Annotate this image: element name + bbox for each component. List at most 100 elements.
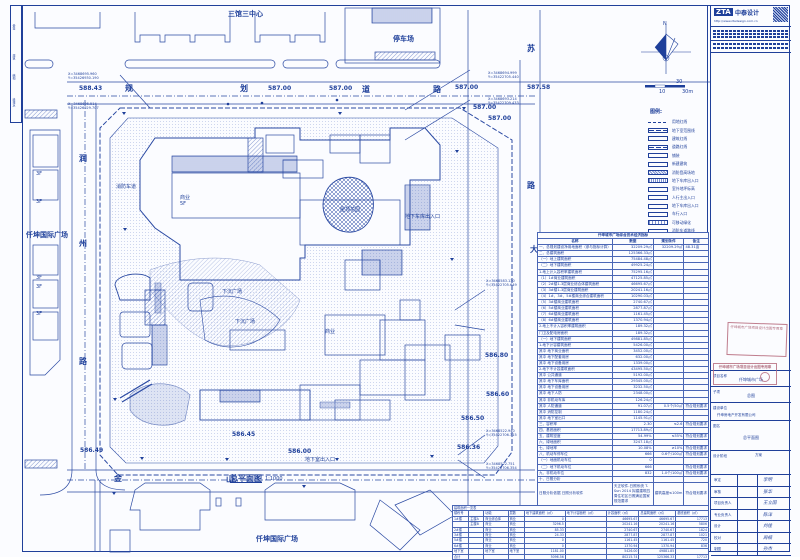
table-cell: 6#楼: [451, 542, 470, 550]
elevation-label: 586.36: [457, 444, 481, 451]
table-cell: 5#楼: [451, 537, 470, 544]
legend-swatch-icon: [648, 211, 668, 217]
signature-name: 李明: [763, 478, 772, 483]
legend-item: 铺装: [648, 152, 706, 160]
drawing-scale: 1:1000: [265, 476, 283, 482]
table-cell: 3#楼: [451, 531, 470, 539]
project-label: 项目名称: [713, 374, 727, 378]
elevation-label: 587.58: [527, 84, 551, 91]
legend-label: 车行入口: [672, 211, 688, 217]
elevation-label: 587.00: [455, 84, 479, 91]
legend-swatch-icon: [648, 195, 668, 201]
stage-row: 设计阶段 方案: [711, 451, 791, 475]
table-cell: 2740.67㎡: [611, 299, 654, 307]
west-plaza-label: 仟坤国际广场: [26, 231, 68, 239]
road-median: [124, 59, 276, 69]
road-east-char: 路: [527, 181, 535, 190]
road-median: [282, 59, 329, 69]
signature-name: 刘佳: [763, 524, 772, 529]
legend-label: 新建建筑: [672, 161, 688, 167]
table-cell: 0.5个/50㎡: [652, 402, 685, 410]
stage-label: 设计阶段: [713, 454, 727, 458]
table-cell: 32209.29㎡: [611, 244, 654, 252]
table-cell: 1370.94㎡: [611, 317, 654, 325]
table-cell: （4）1#、3#、5#楼商业综合建筑面积: [537, 292, 613, 301]
legend-label: 用地红线: [672, 119, 688, 125]
elevation-label: 587.00: [268, 85, 292, 92]
legend-label: 人行主出入口: [672, 194, 695, 200]
floor-label: 3F: [36, 275, 43, 281]
signature-role: 审定: [714, 478, 721, 482]
signature-name: 陈洋: [763, 512, 772, 518]
table-cell: 符合规划要求: [683, 481, 709, 506]
table-header: 数据: [611, 238, 654, 246]
company-notes: [711, 41, 791, 53]
road-north-char: 规: [125, 84, 133, 93]
table-header-row: 名称数据规划条件备注: [537, 238, 709, 246]
table-header: 地下计容面积（㎡）: [564, 510, 607, 517]
table-cell: （5）3#楼商业建筑面积: [537, 299, 613, 307]
company-info: [711, 27, 791, 41]
drawing-name-row: 图名 总平面图: [711, 421, 791, 451]
table-cell: 符合规划要求: [683, 445, 709, 453]
road-median: [24, 59, 54, 69]
north-building-outline: [34, 12, 231, 43]
table-cell: 17713.89㎡: [611, 426, 654, 435]
parking-stalls-lower: [374, 51, 436, 61]
fire-lane-label: 消防车道: [116, 184, 137, 190]
project-row: 项目名称 仟坤城市广场: [711, 371, 791, 387]
table-row: 十、日照分析: [537, 475, 709, 483]
legend-item: 道路红线: [648, 143, 706, 151]
signature-row: 项目负责人王立国: [711, 498, 791, 510]
drawing-title: 总平面图: [230, 474, 262, 483]
stage-value: 方案: [755, 453, 762, 457]
building-label: 商业: [325, 329, 336, 335]
table-row: 日照分析依据 日照分析软件天正软件-日照系统 T-Sun 2014 拟建建筑四周…: [537, 481, 709, 506]
company-website: http://www.ztadesign.com.cn: [714, 19, 758, 23]
approval-stamp: 仟坤城市广场项目设计出图专用章: [726, 321, 788, 358]
legend-item: 人行主出入口: [648, 194, 706, 202]
client-value: 仟坤房地产开发有限公司: [717, 413, 756, 417]
table-cell: 47125.85㎡: [611, 274, 654, 282]
basement-entry-label: 地下室出入口: [305, 457, 336, 463]
table-cell: 1#楼: [451, 515, 470, 523]
scale-mark: 30m: [682, 89, 694, 95]
building-label: 商业: [180, 195, 191, 201]
legend: 图例: 用地红线地下室范围线建筑红线道路红线铺装新建建筑消防登高场地地下车库出入…: [648, 108, 706, 252]
legend-label: 消防车道路线: [672, 228, 695, 234]
legend-swatch-icon: [648, 128, 668, 134]
table-title-row: 仟坤城市广场综合技术经济指标: [537, 231, 709, 240]
table-cell: 符合规划要求: [683, 402, 709, 410]
signature-role: 审核: [714, 489, 721, 494]
stamp-area: [711, 53, 791, 371]
legend-label: 可移动绿化: [672, 219, 691, 225]
table-cell: 1180.24㎡: [611, 408, 654, 416]
table-cell: 1339.00㎡: [611, 359, 654, 368]
table-cell: 10290.03㎡: [611, 292, 654, 301]
south-plaza-label: 仟坤国际广场: [256, 535, 298, 543]
table-cell: 1.地上计入容积率建筑面积: [537, 268, 613, 276]
roof-garden: [322, 176, 374, 233]
table-header: 备注: [683, 238, 709, 246]
legend-item: 地下车库出入口: [648, 177, 706, 185]
road-south-char: 金: [114, 474, 122, 483]
legend-item: 地下室范围线: [648, 126, 706, 134]
scale-bar: [645, 84, 685, 88]
technical-indicators-table: 仟坤城市广场综合技术经济指标名称数据规划条件备注一、总规划建设净用地面积（参与指…: [537, 231, 709, 506]
building-area-table: 建筑面积一览表楼栋号功能层数地下建筑面积（㎡）地下计容面积（㎡）计容面积（㎡）总…: [451, 504, 709, 560]
signature-name: 张华: [763, 489, 772, 495]
table-cell: 十、日照分析: [537, 475, 613, 483]
scale-mark: 30: [676, 79, 683, 85]
signature-row: 审核 张华: [711, 486, 791, 498]
road-east-char: 苏: [527, 44, 535, 53]
legend-item: 建筑红线: [648, 135, 706, 143]
table-cell: 49925.24㎡: [611, 262, 654, 270]
legend-item: 地下车库出入口: [648, 202, 706, 210]
